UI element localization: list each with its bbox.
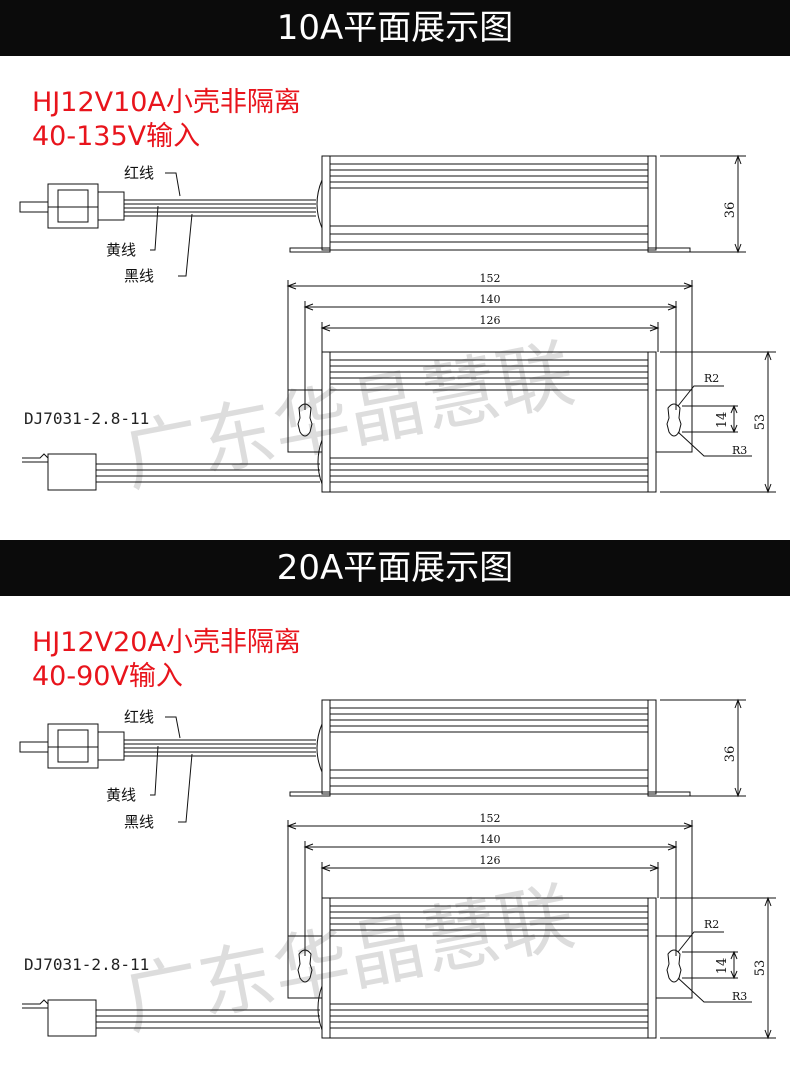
watermark-text: 广东华晶慧联: [116, 871, 581, 1045]
wires-side: [124, 199, 316, 217]
side-view: 红线 黄线 黑线 36: [19, 698, 746, 831]
section-header-bar: [0, 0, 790, 56]
slot-radius-r2: R2: [704, 372, 719, 385]
wire-leaders: [150, 172, 193, 277]
side-view: 红线 黄线 黑线 36: [19, 154, 746, 285]
yellow-wire-label: 黄线: [106, 786, 136, 804]
connector-top: [22, 453, 320, 491]
height-value: 36: [723, 202, 738, 219]
housing-top: [287, 351, 693, 493]
section-20a: 20A平面展示图 HJ12V20A小壳非隔离 40-90V输入 广东华晶慧联: [0, 540, 790, 1086]
watermark-text: 广东华晶慧联: [116, 328, 581, 502]
length-126: 126: [480, 854, 501, 867]
connector-side: [19, 183, 125, 229]
red-wire-label: 红线: [124, 164, 154, 182]
length-140: 140: [480, 293, 501, 306]
input-range: 40-135V输入: [32, 121, 201, 152]
black-wire-label: 黑线: [124, 267, 154, 285]
connector-top: [22, 999, 320, 1037]
wire-leaders: [150, 716, 193, 823]
height-dimension: [660, 154, 746, 254]
wires-side: [124, 739, 316, 757]
technical-drawing: 广东华晶慧联: [0, 140, 790, 540]
width-value: 53: [753, 960, 768, 977]
top-view: 152 140 126: [22, 272, 776, 494]
top-view: 152 140 126: [22, 812, 776, 1040]
slot-callouts: [677, 385, 752, 457]
length-140: 140: [480, 833, 501, 846]
length-152: 152: [480, 272, 501, 285]
height-dimension: [660, 698, 746, 798]
section-title: 10A平面展示图: [276, 8, 514, 48]
section-title: 20A平面展示图: [276, 548, 514, 588]
connector-side: [19, 723, 125, 769]
mounting-slot-left: [297, 949, 313, 983]
width-dimension: [660, 350, 776, 494]
mounting-slot-left: [297, 403, 313, 437]
slot-radius-r2: R2: [704, 918, 719, 931]
technical-drawing: 广东华晶慧联: [0, 680, 790, 1080]
housing-side: [289, 155, 691, 253]
housing-top: [287, 897, 693, 1039]
connector-part-number: DJ7031-2.8-11: [24, 409, 149, 428]
black-wire-label: 黑线: [124, 813, 154, 831]
section-header-bar: [0, 540, 790, 596]
input-range: 40-90V输入: [32, 661, 183, 692]
model-name: HJ12V10A小壳非隔离: [32, 87, 301, 118]
length-152: 152: [480, 812, 501, 825]
mounting-slot-right: [666, 403, 682, 437]
connector-part-number: DJ7031-2.8-11: [24, 955, 149, 974]
width-dimension: [660, 896, 776, 1040]
model-name: HJ12V20A小壳非隔离: [32, 627, 301, 658]
slot-radius-r3: R3: [732, 990, 747, 1003]
housing-side: [289, 699, 691, 797]
slot-callouts: [677, 931, 752, 1003]
red-wire-label: 红线: [124, 708, 154, 726]
yellow-wire-label: 黄线: [106, 241, 136, 259]
slot-length: 14: [715, 958, 730, 975]
length-126: 126: [480, 314, 501, 327]
mounting-slot-right: [666, 949, 682, 983]
width-value: 53: [753, 414, 768, 431]
height-value: 36: [723, 746, 738, 763]
section-10a: 10A平面展示图 HJ12V10A小壳非隔离 40-135V输入 广东华晶慧联: [0, 0, 790, 540]
slot-radius-r3: R3: [732, 444, 747, 457]
slot-length: 14: [715, 412, 730, 429]
